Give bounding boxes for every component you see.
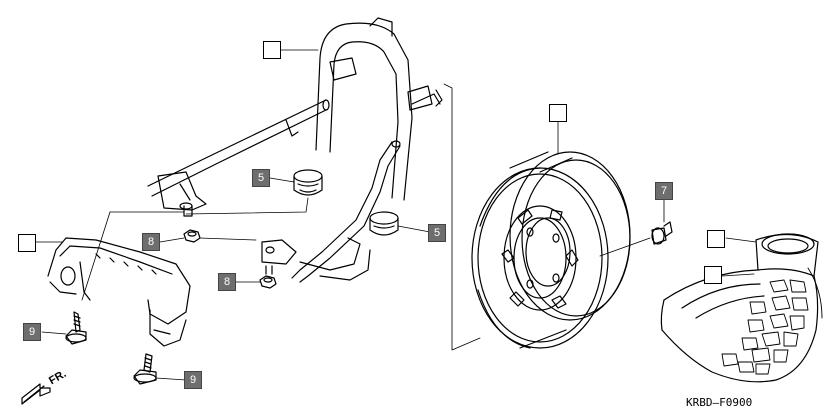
callout-cushion-upper: 5 <box>252 169 270 187</box>
callout-bolt-lower: 9 <box>184 371 202 389</box>
diagram-code: KRBD–F0900 <box>686 396 753 409</box>
wheel-rim <box>471 151 631 349</box>
callout-bolt-upper: 9 <box>23 323 41 341</box>
callout-cushion-lower: 5 <box>428 224 446 242</box>
rear-bracket <box>47 237 191 347</box>
leader-lines <box>35 49 757 381</box>
callout-wheel <box>549 104 567 122</box>
front-direction-arrow <box>21 383 51 405</box>
callout-nut-lower: 8 <box>218 273 236 291</box>
tire <box>660 233 823 383</box>
cushion-lower-part <box>369 211 399 236</box>
callout-valve: 7 <box>655 182 673 200</box>
bolt-upper-part <box>65 311 87 345</box>
carrier-frame <box>147 17 443 283</box>
valve-part <box>651 221 673 245</box>
bolt-lower-part <box>133 353 157 385</box>
cushion-upper-part <box>293 169 323 196</box>
nut-lower-part <box>259 265 277 289</box>
callout-tire-inner <box>704 266 722 284</box>
callout-frame <box>263 41 281 59</box>
callout-tire-outer <box>707 230 725 248</box>
nut-upper-part <box>183 229 201 243</box>
callout-bracket <box>18 234 36 252</box>
callout-nut-upper: 8 <box>142 233 160 251</box>
